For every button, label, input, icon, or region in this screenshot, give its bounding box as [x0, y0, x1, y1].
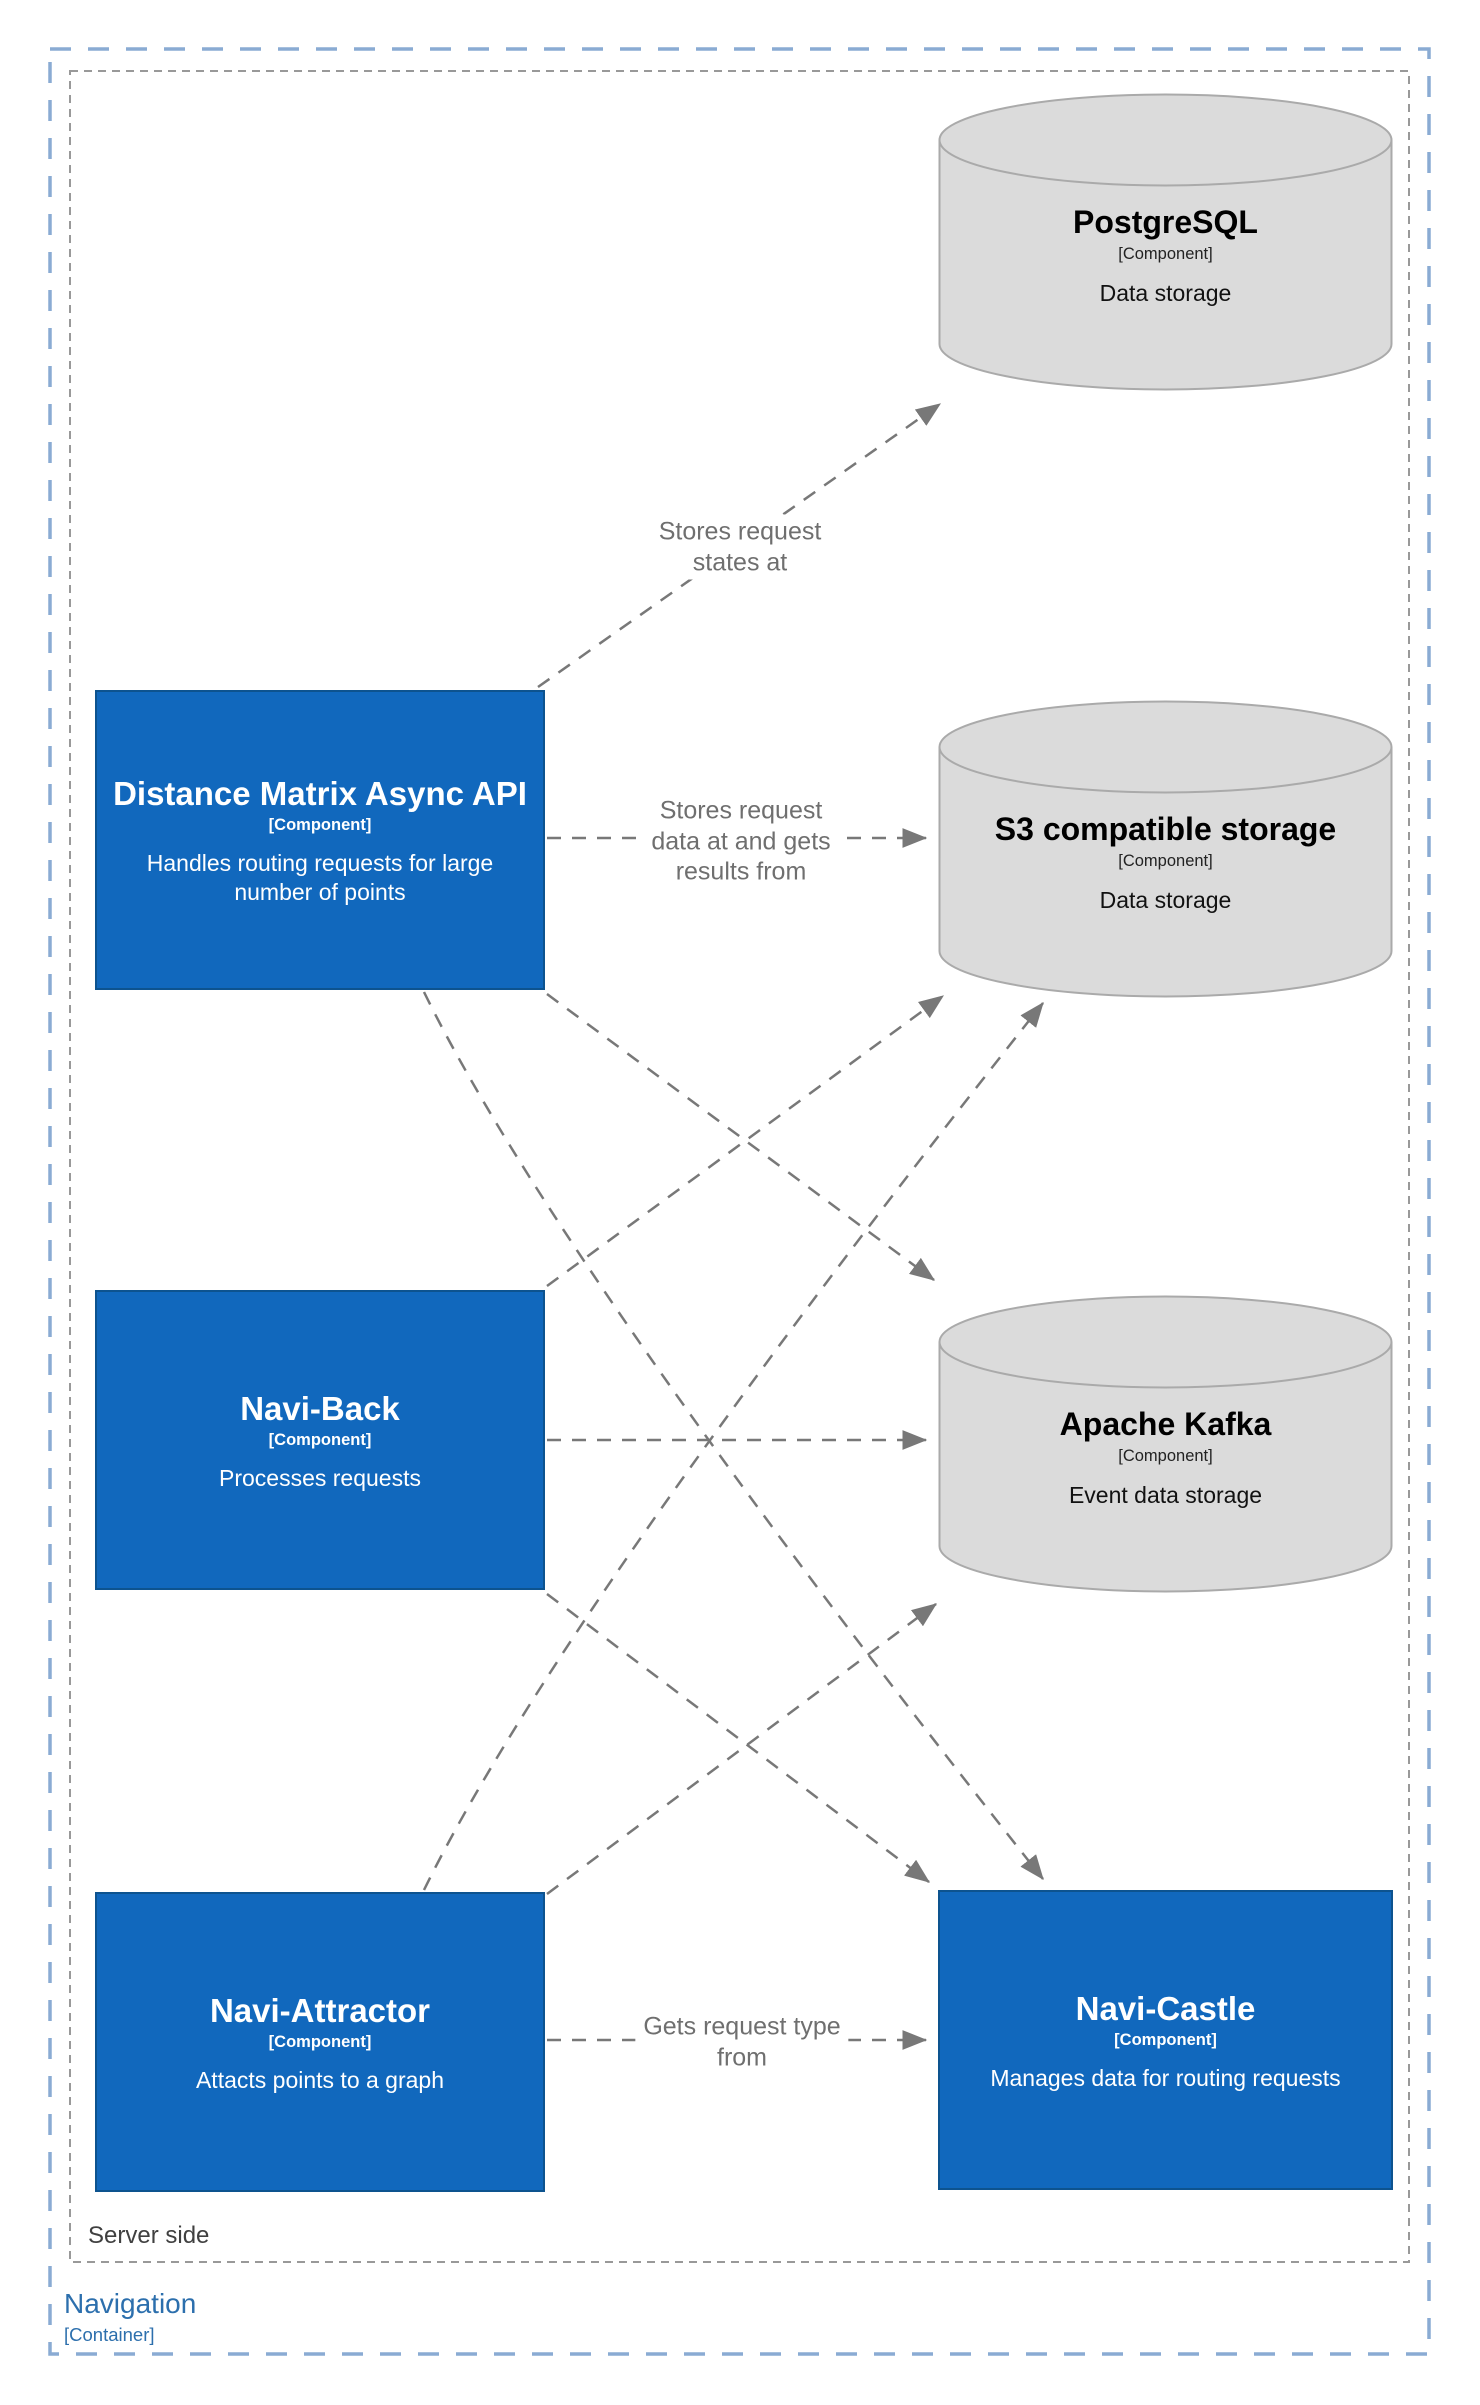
component-navi-attractor: Navi-Attractor [Component] Attacts point…	[95, 1892, 545, 2192]
edge-label-stores-request-data: Stores request data at and gets results …	[643, 793, 839, 889]
component-title: Apache Kafka	[1059, 1405, 1272, 1442]
component-apache-kafka: Apache Kafka [Component] Event data stor…	[938, 1295, 1393, 1593]
edge-dm-api-to-kafka	[546, 992, 936, 1282]
component-title: Navi-Back	[240, 1389, 400, 1427]
database-cylinder-icon	[938, 1295, 1393, 1593]
edge-dm-api-to-navi-castle	[422, 991, 1044, 1880]
component-s3-compatible-storage: S3 compatible storage [Component] Data s…	[938, 700, 1393, 998]
component-meta: [Component]	[1118, 1447, 1213, 1466]
component-navi-castle: Navi-Castle [Component] Manages data for…	[938, 1890, 1393, 2190]
component-meta: [Component]	[1118, 852, 1213, 871]
edge-navi-attractor-to-s3	[422, 1002, 1044, 1891]
component-description: Event data storage	[1068, 1482, 1263, 1509]
component-title: S3 compatible storage	[994, 810, 1337, 847]
component-distance-matrix-async-api: Distance Matrix Async API [Component] Ha…	[95, 690, 545, 990]
component-description: Data storage	[1099, 887, 1232, 914]
edge-navi-back-to-s3	[546, 994, 945, 1288]
navigation-boundary	[48, 47, 1431, 2356]
component-description: Attacts points to a graph	[195, 2066, 445, 2093]
component-title: Navi-Attractor	[209, 1991, 431, 2029]
edge-dm-api-to-postgresql	[537, 402, 942, 689]
component-meta: [Component]	[268, 1430, 372, 1449]
edge-label-stores-request-states: Stores request states at	[650, 514, 830, 580]
server-side-boundary-label: Server side	[88, 2222, 210, 2249]
component-postgresql: PostgreSQL [Component] Data storage	[938, 93, 1393, 391]
edge-label-gets-request-type: Gets request type from	[635, 2009, 849, 2075]
component-description: Data storage	[1099, 280, 1232, 307]
edge-navi-attractor-to-kafka	[546, 1602, 938, 1896]
component-description: Manages data for routing requests	[990, 2064, 1341, 2091]
navigation-boundary-label: Navigation	[64, 2288, 197, 2319]
component-navi-back: Navi-Back [Component] Processes requests	[95, 1290, 545, 1590]
component-meta: [Component]	[1118, 245, 1213, 264]
edge-navi-back-to-navi-castle	[546, 1593, 930, 1883]
component-title: PostgreSQL	[1073, 203, 1258, 240]
component-title: Distance Matrix Async API	[113, 775, 527, 813]
database-cylinder-icon	[938, 700, 1393, 998]
component-meta: [Component]	[268, 2032, 372, 2051]
component-meta: [Component]	[268, 816, 372, 835]
server-side-boundary	[69, 70, 1410, 2263]
component-title: Navi-Castle	[1075, 1989, 1256, 2027]
component-description: Handles routing requests for large numbe…	[146, 850, 494, 906]
database-cylinder-icon	[938, 93, 1393, 391]
component-meta: [Component]	[1114, 2030, 1217, 2049]
component-description: Processes requests	[219, 1464, 421, 1491]
navigation-boundary-sublabel: [Container]	[64, 2324, 155, 2345]
